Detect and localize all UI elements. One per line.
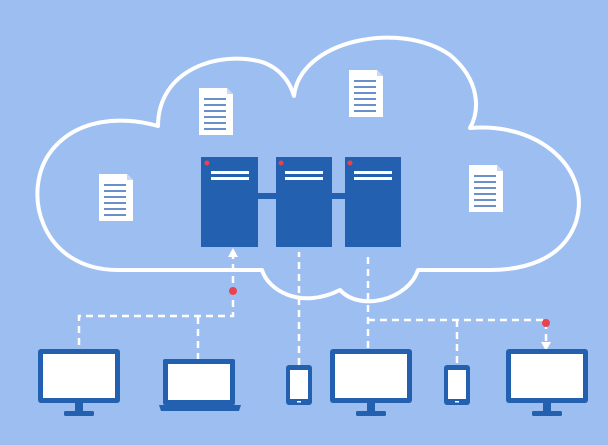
download-arrow-icon: [541, 342, 551, 351]
monitor-icon: [506, 349, 588, 416]
server-icon: [276, 157, 332, 247]
cloud-icon: [35, 35, 581, 304]
phone-icon: [286, 365, 312, 405]
server-icon: [201, 157, 258, 247]
server-icon: [345, 157, 401, 247]
connector-dot: [542, 319, 550, 327]
connector-lines: [77, 252, 548, 365]
laptop-icon: [159, 359, 241, 411]
phone-icon: [444, 365, 470, 405]
server-link: [258, 193, 276, 199]
document-icon: [99, 174, 133, 221]
connector-dot: [229, 287, 237, 295]
upload-arrow-icon: [228, 248, 238, 257]
monitor-icon: [330, 349, 412, 416]
monitor-icon: [38, 349, 120, 416]
server-link: [332, 193, 345, 199]
document-icon: [469, 165, 503, 212]
document-icon: [199, 88, 233, 135]
document-icon: [349, 70, 383, 117]
